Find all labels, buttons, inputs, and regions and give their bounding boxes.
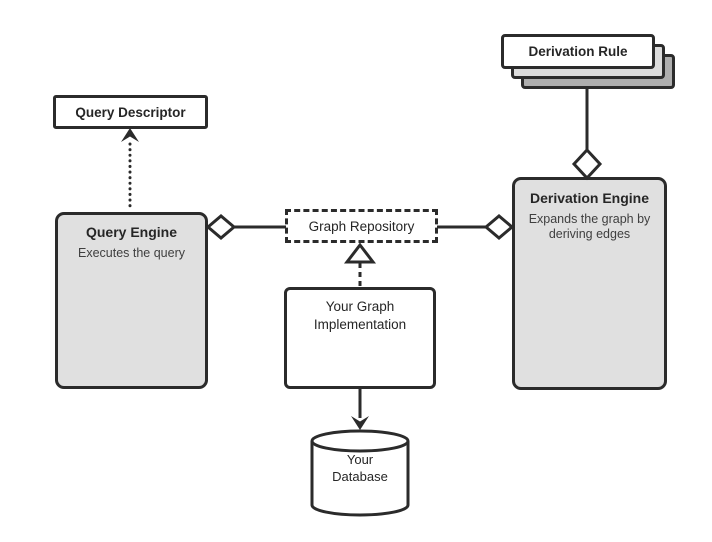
derivation-rule-label: Derivation Rule	[528, 44, 628, 59]
aggregation-connector-derivation-engine	[437, 214, 515, 240]
your-graph-implementation-label: Your Graph Implementation	[313, 299, 407, 332]
node-query-engine: Query Engine Executes the query	[55, 212, 208, 389]
up-arrowhead-icon	[121, 128, 139, 142]
query-engine-title: Query Engine	[85, 224, 178, 240]
node-derivation-engine: Derivation Engine Expands the graph by d…	[512, 177, 667, 390]
arrow-connector-implementation-to-database	[351, 389, 369, 430]
derivation-engine-description: Expands the graph by deriving edges	[528, 211, 651, 242]
query-engine-description: Executes the query	[77, 245, 185, 260]
node-your-graph-implementation: Your Graph Implementation	[284, 287, 436, 389]
your-database-label: Your Database	[332, 452, 388, 484]
hollow-diamond-icon	[205, 214, 237, 240]
cylinder-top-rim	[310, 429, 410, 453]
node-query-descriptor: Query Descriptor	[53, 95, 208, 129]
hollow-triangle-icon	[343, 242, 377, 264]
derivation-engine-title: Derivation Engine	[529, 190, 650, 206]
hollow-diamond-icon	[571, 147, 603, 181]
hollow-diamond-icon	[483, 214, 515, 240]
down-arrowhead-icon	[351, 416, 369, 430]
node-derivation-rule: Derivation Rule	[501, 34, 655, 69]
realization-connector-implementation-to-repository	[343, 242, 377, 288]
dependency-connector-query-engine-to-descriptor	[121, 128, 139, 212]
graph-repository-label: Graph Repository	[308, 218, 415, 234]
aggregation-connector-query-engine	[205, 214, 286, 240]
aggregation-connector-derivation-rule	[571, 88, 603, 181]
query-descriptor-label: Query Descriptor	[75, 104, 186, 120]
node-graph-repository: Graph Repository	[285, 209, 438, 243]
